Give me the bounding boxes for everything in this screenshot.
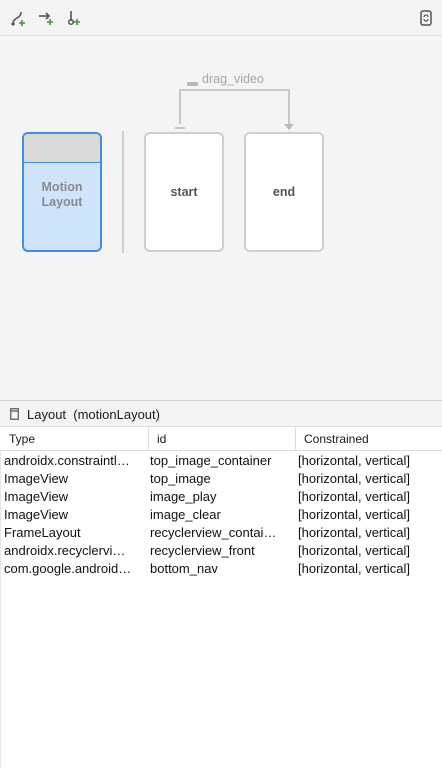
table-row[interactable]: androidx.recyclervi… recyclerview_front … xyxy=(0,542,442,560)
canvas-divider xyxy=(122,131,124,253)
cell-constrained: [horizontal, vertical] xyxy=(298,561,410,576)
create-transition-icon[interactable] xyxy=(38,9,56,27)
motion-layout-label: Motion Layout xyxy=(41,180,83,209)
cell-id: top_image xyxy=(150,471,211,486)
constraint-set-end[interactable]: end xyxy=(244,132,324,252)
cell-id: image_play xyxy=(150,489,217,504)
column-separator[interactable] xyxy=(148,427,149,450)
cell-id: bottom_nav xyxy=(150,561,218,576)
column-header-type[interactable]: Type xyxy=(9,432,36,446)
animation-preview-icon[interactable] xyxy=(417,9,435,27)
constraint-set-start-label: start xyxy=(170,185,198,199)
cell-type: FrameLayout xyxy=(4,525,81,540)
cell-type: ImageView xyxy=(4,489,69,504)
cell-type: androidx.constraintl… xyxy=(4,453,130,468)
transition-handle[interactable] xyxy=(187,82,198,86)
create-click-handler-icon[interactable] xyxy=(65,9,83,27)
cell-id: image_clear xyxy=(150,507,221,522)
motion-layout-box[interactable]: Motion Layout xyxy=(22,132,102,252)
layout-panel-header: Layout (motionLayout) xyxy=(0,401,442,427)
cell-id: recyclerview_contai… xyxy=(150,525,277,540)
table-header: Type id Constrained xyxy=(0,427,442,451)
column-separator[interactable] xyxy=(295,427,296,450)
motion-layout-header xyxy=(24,134,100,163)
constraint-set-start[interactable]: start xyxy=(144,132,224,252)
layout-file-icon xyxy=(10,408,19,420)
transition-label[interactable]: drag_video xyxy=(202,72,264,86)
table-row[interactable]: androidx.constraintl… top_image_containe… xyxy=(0,452,442,470)
table-row[interactable]: ImageView top_image [horizontal, vertica… xyxy=(0,470,442,488)
cell-id: top_image_container xyxy=(150,453,272,468)
motion-editor-toolbar xyxy=(0,0,442,36)
cell-type: com.google.android… xyxy=(4,561,132,576)
motion-editor-canvas[interactable]: drag_video Motion Layout start end xyxy=(0,36,442,401)
table-left-border xyxy=(0,452,1,768)
create-constraint-set-icon[interactable] xyxy=(10,9,28,27)
column-header-constrained[interactable]: Constrained xyxy=(304,432,369,446)
cell-id: recyclerview_front xyxy=(150,543,255,558)
table-row[interactable]: ImageView image_clear [horizontal, verti… xyxy=(0,506,442,524)
cell-constrained: [horizontal, vertical] xyxy=(298,543,410,558)
cell-constrained: [horizontal, vertical] xyxy=(298,471,410,486)
table-row[interactable]: com.google.android… bottom_nav [horizont… xyxy=(0,560,442,578)
constraint-set-end-label: end xyxy=(272,185,296,199)
cell-constrained: [horizontal, vertical] xyxy=(298,507,410,522)
cell-type: ImageView xyxy=(4,471,69,486)
column-header-id[interactable]: id xyxy=(157,432,167,446)
constraint-table-body: androidx.constraintl… top_image_containe… xyxy=(0,452,442,578)
cell-type: androidx.recyclervi… xyxy=(4,543,126,558)
cell-constrained: [horizontal, vertical] xyxy=(298,525,410,540)
layout-panel-title: Layout (motionLayout) xyxy=(27,407,160,422)
table-row[interactable]: FrameLayout recyclerview_contai… [horizo… xyxy=(0,524,442,542)
table-row[interactable]: ImageView image_play [horizontal, vertic… xyxy=(0,488,442,506)
cell-constrained: [horizontal, vertical] xyxy=(298,453,410,468)
cell-type: ImageView xyxy=(4,507,69,522)
cell-constrained: [horizontal, vertical] xyxy=(298,489,410,504)
